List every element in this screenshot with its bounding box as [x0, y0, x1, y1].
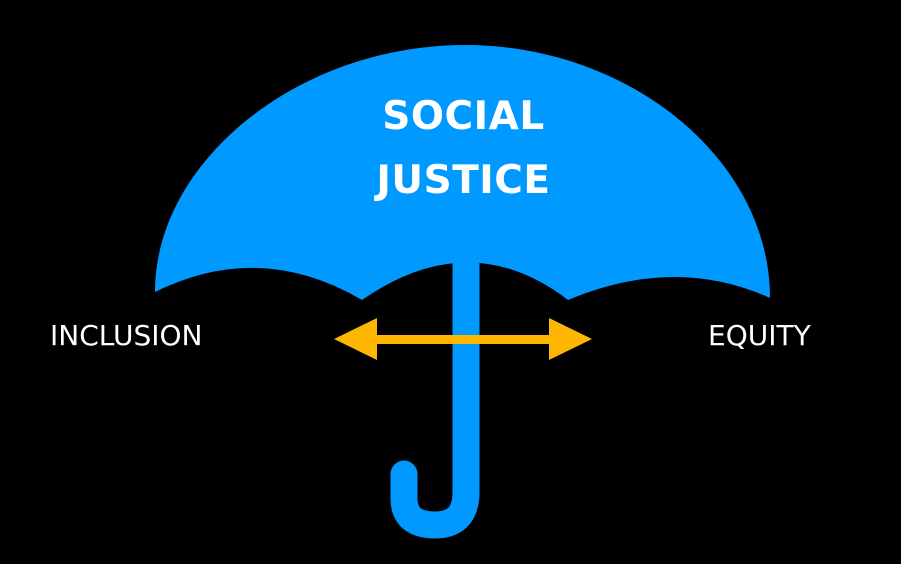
arrow-right-head: [549, 318, 592, 360]
umbrella-handle: [390, 248, 480, 539]
double-headed-arrow: [334, 318, 592, 360]
equity-label: EQUITY: [708, 319, 811, 352]
umbrella-title-line-1: SOCIAL: [382, 94, 545, 139]
umbrella-title-line-2: JUSTICE: [376, 158, 551, 203]
inclusion-label: INCLUSION: [50, 319, 203, 352]
umbrella-canopy: [155, 45, 770, 300]
arrow-left-head: [334, 318, 377, 360]
arrow-shaft: [362, 335, 568, 344]
